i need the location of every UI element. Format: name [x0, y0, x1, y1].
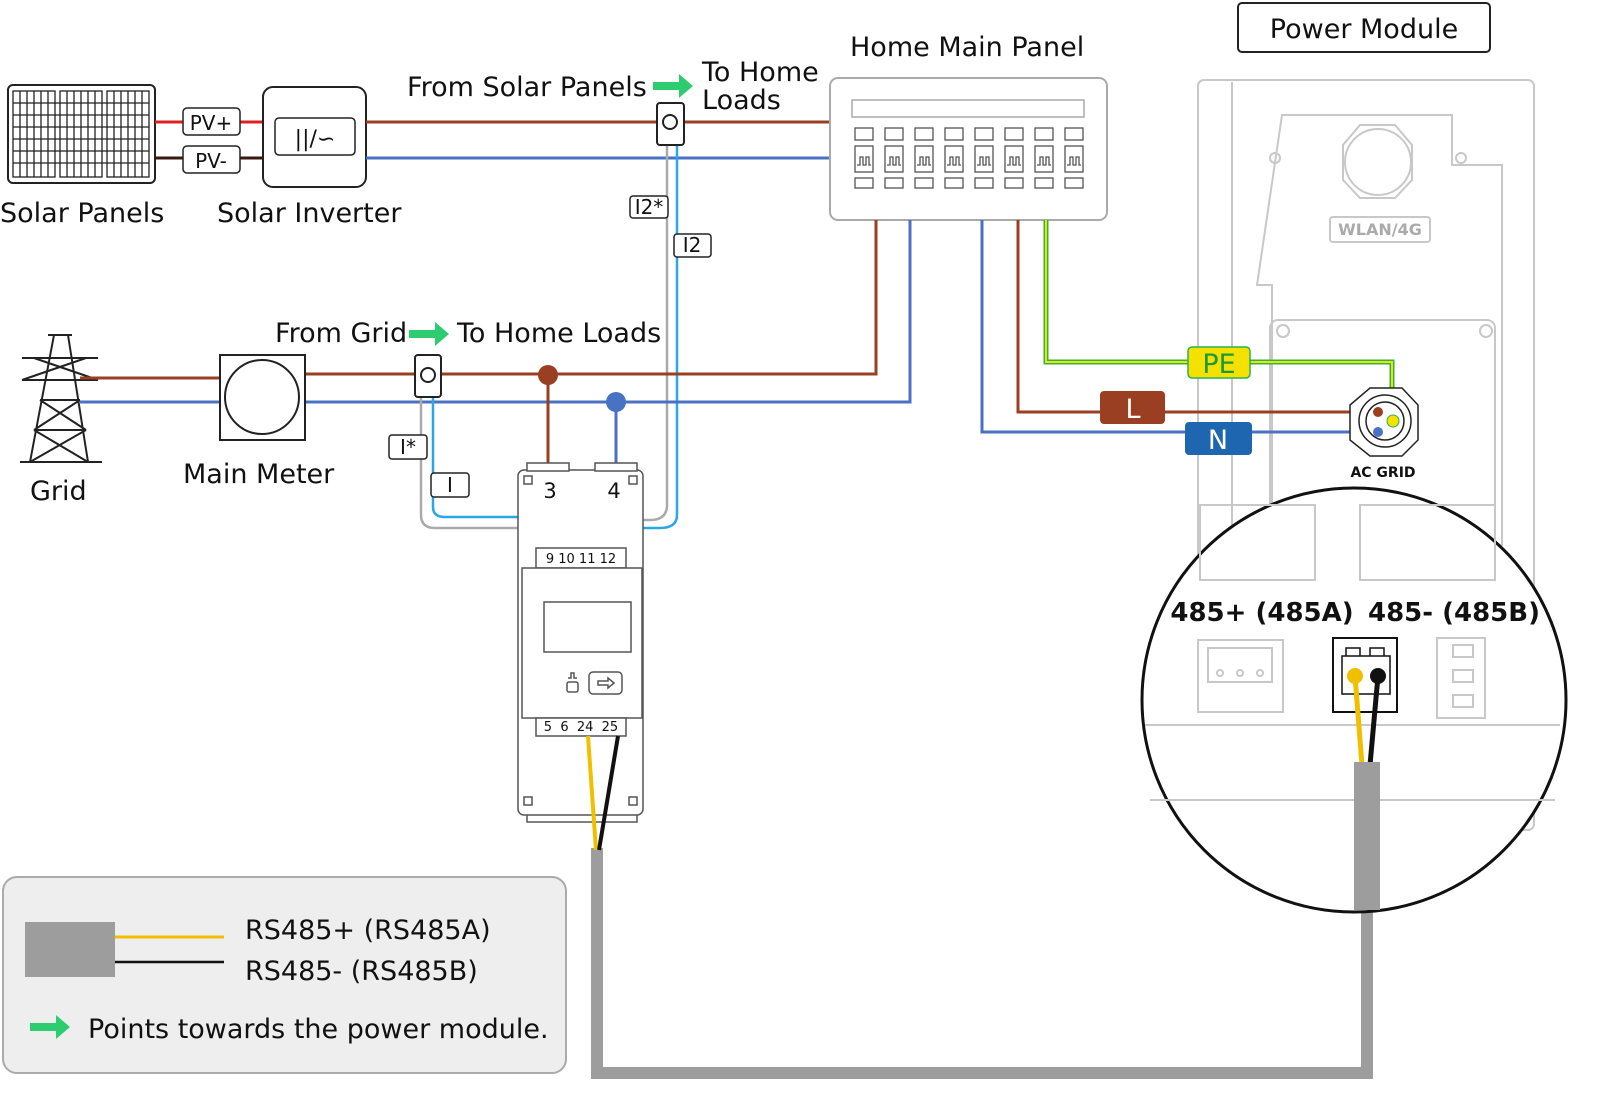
home-main-panel-title: Home Main Panel — [850, 32, 1084, 63]
pe-tag — [1187, 346, 1251, 379]
meter-terminal-3: 3 — [543, 479, 556, 503]
solar-panels-icon — [7, 84, 156, 184]
pv-plus-tag — [182, 107, 241, 136]
to-home-label-1: To Home — [701, 57, 819, 88]
pe-label: PE — [1202, 349, 1235, 380]
l-label: L — [1125, 394, 1140, 425]
legend-cable-swatch — [25, 922, 115, 977]
green-arrow-icon — [653, 74, 693, 98]
breaker-icon — [1034, 127, 1054, 189]
pv-minus-label: PV- — [195, 149, 227, 173]
green-arrow-icon — [409, 322, 449, 346]
neutral-wire — [980, 220, 1378, 434]
legend-arrow-note: Points towards the power module. — [88, 1014, 549, 1045]
ac-grid-connector-icon — [1349, 387, 1419, 457]
ct-i-star-label: I* — [400, 435, 416, 459]
rs485-plus-wire — [586, 735, 598, 851]
main-meter-icon — [219, 354, 306, 441]
from-grid-label: From Grid — [275, 318, 407, 349]
grid-label: Grid — [30, 476, 87, 507]
rs485-cable — [591, 848, 1373, 1079]
pv-minus-tag — [182, 145, 241, 174]
grid-tower-icon — [20, 334, 102, 463]
main-meter-label: Main Meter — [183, 459, 335, 490]
breaker-icon — [1004, 127, 1024, 189]
ac-grid-label: AC GRID — [1350, 465, 1415, 481]
meter-bottom-terminals: 5 6 24 25 — [544, 720, 618, 735]
ct-i-label: I — [447, 473, 453, 497]
pv-plus-label: PV+ — [190, 111, 233, 135]
meter-top-terminals: 9 10 11 12 — [546, 552, 616, 567]
port-485a-label: 485+ (485A) — [1170, 598, 1353, 628]
breaker-icon — [1064, 127, 1084, 189]
panel-neutral-wire — [306, 220, 912, 404]
l-tag — [1100, 391, 1165, 424]
solar-panels-label: Solar Panels — [0, 198, 164, 229]
from-solar-label: From Solar Panels — [407, 72, 647, 103]
solar-inverter-label: Solar Inverter — [217, 198, 402, 229]
neutral-junction — [606, 392, 626, 412]
breaker-icon — [944, 127, 964, 189]
breaker-icon — [884, 127, 904, 189]
rs485-port-detail — [1140, 486, 1568, 914]
inverter-symbol: ||/∽ — [295, 127, 336, 152]
power-module-title-box — [1237, 2, 1491, 53]
green-arrow-icon — [30, 1015, 70, 1039]
n-label: N — [1208, 425, 1228, 456]
ct-clamp-grid — [414, 354, 442, 398]
breaker-icon — [914, 127, 934, 189]
to-home-label-2: Loads — [702, 85, 781, 116]
power-module-title: Power Module — [1270, 14, 1458, 45]
rs485-minus-wire — [597, 735, 620, 851]
ct-clamp-solar — [656, 102, 685, 146]
legend-rs485-plus: RS485+ (RS485A) — [245, 915, 491, 946]
ct-i2-star-label: I2* — [635, 195, 664, 219]
ct-i2-label: I2 — [683, 233, 702, 257]
legend-rs485-minus: RS485- (RS485B) — [245, 956, 478, 987]
n-tag — [1185, 422, 1252, 455]
breaker-icon — [974, 127, 994, 189]
breaker-icon — [854, 127, 874, 189]
to-home-loads-label: To Home Loads — [456, 318, 661, 349]
home-main-panel-icon — [829, 77, 1108, 221]
meter-terminal-4: 4 — [607, 479, 620, 503]
live-junction — [538, 365, 558, 385]
legend: RS485+ (RS485A) RS485- (RS485B) Points t… — [2, 876, 567, 1074]
live-wire — [1016, 220, 1378, 414]
port-485b-label: 485- (485B) — [1368, 598, 1540, 628]
panel-live-wire — [306, 220, 878, 376]
smart-meter-device — [517, 462, 644, 823]
wlan-label: WLAN/4G — [1338, 220, 1422, 239]
